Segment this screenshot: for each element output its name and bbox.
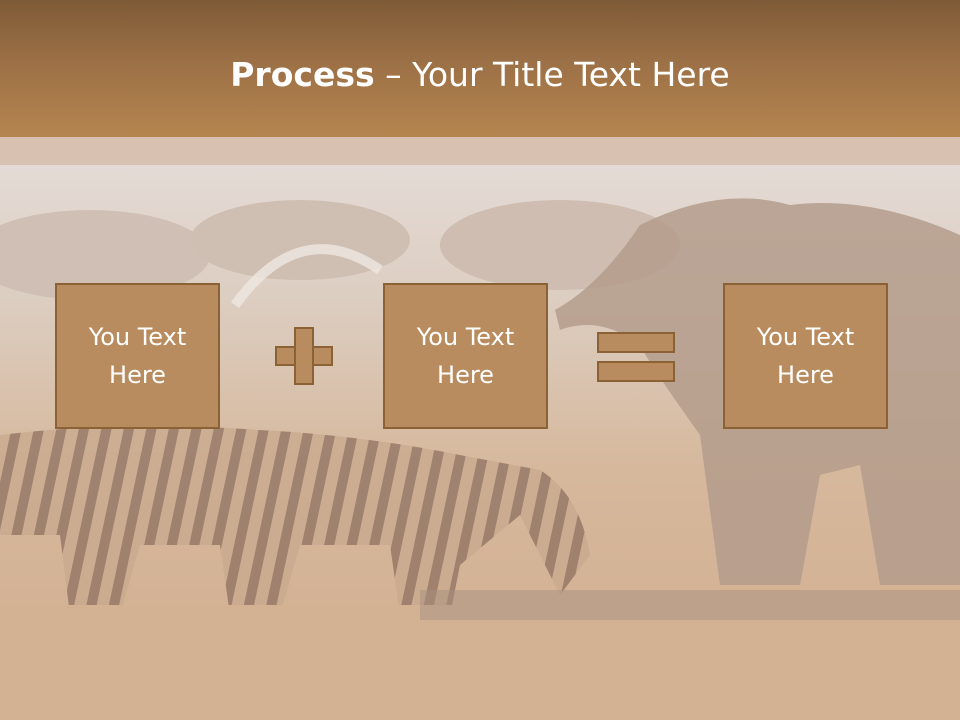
- slide-title[interactable]: Process – Your Title Text Here: [0, 55, 960, 95]
- process-box-2[interactable]: You Text Here: [383, 283, 548, 429]
- title-underline-band: [0, 137, 960, 165]
- process-box-3[interactable]: You Text Here: [723, 283, 888, 429]
- title-bold-text: Process: [230, 55, 375, 94]
- title-rest-text: – Your Title Text Here: [374, 55, 730, 94]
- process-box-2-text: You Text Here: [416, 323, 515, 389]
- process-box-3-text: You Text Here: [756, 323, 855, 389]
- title-bar: [0, 0, 960, 137]
- process-box-1[interactable]: You Text Here: [55, 283, 220, 429]
- process-box-1-text: You Text Here: [88, 323, 187, 389]
- background-savanna-photo: [0, 165, 960, 720]
